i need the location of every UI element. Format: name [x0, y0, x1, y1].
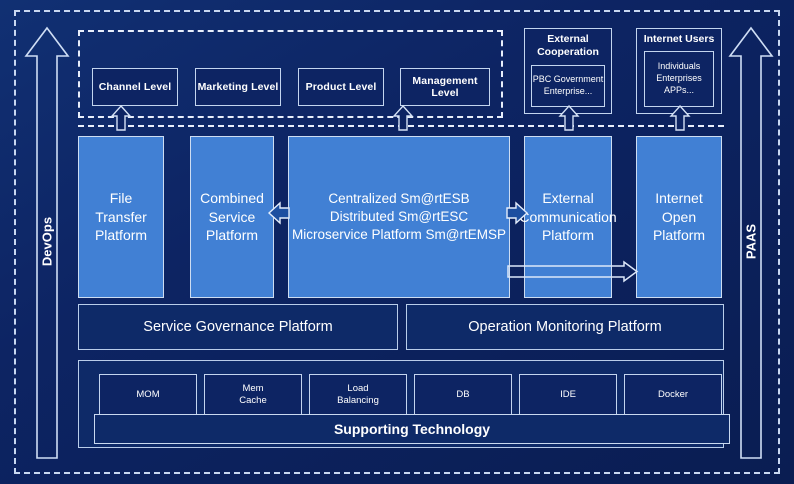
tech-cell-mem-cache[interactable]: Mem Cache	[204, 374, 302, 416]
band-label: Service Governance Platform	[143, 319, 333, 335]
platform-line: Distributed Sm@rtESC	[329, 209, 469, 225]
platform-line: Open	[661, 208, 697, 225]
platform-line: Platform	[652, 227, 706, 244]
arrow-up-to-management-level	[392, 104, 414, 131]
tech-line: MOM	[136, 388, 160, 400]
platform-combined-service[interactable]: Combined Service Platform	[190, 136, 274, 298]
tech-cell-mom[interactable]: MOM	[99, 374, 197, 416]
level-label: Management Level	[412, 75, 478, 99]
platform-line: Platform	[205, 227, 259, 244]
platform-line: Communication	[519, 208, 617, 225]
tech-line: DB	[456, 388, 470, 400]
platform-external-communication[interactable]: External Communication Platform	[519, 136, 617, 298]
tech-cell-db[interactable]: DB	[414, 374, 512, 416]
tech-cell-load-balancing[interactable]: Load Balancing	[309, 374, 407, 416]
outer-dashed-frame	[14, 10, 780, 474]
inner-line: Enterprises	[656, 73, 702, 84]
level-label: Marketing Level	[197, 81, 279, 93]
inner-line: Individuals	[657, 61, 701, 72]
platform-line: Platform	[94, 227, 148, 244]
tech-line: Docker	[657, 388, 689, 400]
inner-line: PBC Government	[532, 74, 604, 85]
tech-cell-docker[interactable]: Docker	[624, 374, 722, 416]
group-title-internet-users: Internet Users	[637, 33, 721, 46]
title-line: Internet Users	[643, 33, 715, 45]
platform-core-esb[interactable]: Centralized Sm@rtESB Distributed Sm@rtES…	[288, 136, 510, 298]
inner-box-pbc-government: PBC Government Enterprise...	[531, 65, 605, 107]
supporting-technology-label: Supporting Technology	[333, 421, 491, 437]
band-operation-monitoring[interactable]: Operation Monitoring Platform	[406, 304, 724, 350]
tech-line: Load	[347, 382, 369, 394]
platform-line: External	[542, 190, 594, 207]
devops-arrow: DevOps	[24, 26, 70, 460]
arrow-up-to-external-cooperation	[558, 104, 580, 131]
level-label: Product Level	[305, 81, 377, 93]
group-title-external-cooperation: External Cooperation	[525, 33, 611, 59]
level-box-product[interactable]: Product Level	[298, 68, 384, 106]
supporting-technology-bar[interactable]: Supporting Technology	[94, 414, 730, 444]
title-line: External	[547, 33, 589, 45]
platform-line: Centralized Sm@rtESB	[328, 191, 470, 207]
inner-box-individuals-enterprises: Individuals Enterprises APPs...	[644, 51, 714, 107]
platform-line: Microservice Platform Sm@rtEMSP	[292, 226, 506, 242]
title-line: Cooperation	[537, 46, 599, 59]
group-external-cooperation[interactable]: External Cooperation PBC Government Ente…	[524, 28, 612, 114]
level-label: Channel Level	[98, 81, 172, 93]
platform-file-transfer[interactable]: File Transfer Platform	[78, 136, 164, 298]
band-label: Operation Monitoring Platform	[468, 319, 662, 335]
platform-line: Combined	[200, 190, 264, 207]
tech-line: Cache	[239, 395, 267, 406]
level-box-channel[interactable]: Channel Level	[92, 68, 178, 106]
platform-internet-open[interactable]: Internet Open Platform	[636, 136, 722, 298]
arrow-up-to-internet-users	[669, 104, 691, 131]
devops-arrow-label: DevOps	[39, 216, 55, 267]
paas-arrow-label: PAAS	[743, 223, 759, 260]
platform-line: Transfer	[95, 208, 147, 225]
arrow-left-core-to-combined	[267, 200, 290, 226]
inner-line: Enterprise...	[543, 86, 593, 96]
tech-line: Balancing	[337, 395, 379, 406]
level-box-marketing[interactable]: Marketing Level	[195, 68, 281, 106]
inner-line: APPs...	[663, 84, 694, 95]
band-service-governance[interactable]: Service Governance Platform	[78, 304, 398, 350]
platform-line: Service	[208, 208, 256, 225]
arrow-up-to-channel-level	[110, 104, 132, 131]
level-box-management[interactable]: Management Level	[400, 68, 490, 106]
paas-arrow: PAAS	[728, 26, 774, 460]
business-levels-container	[78, 30, 503, 118]
tech-cell-ide[interactable]: IDE	[519, 374, 617, 416]
group-internet-users[interactable]: Internet Users Individuals Enterprises A…	[636, 28, 722, 114]
tech-line: IDE	[560, 388, 576, 400]
arrow-right-core-to-internet-open	[507, 260, 639, 284]
platform-line: Internet	[655, 190, 703, 207]
platform-line: File	[109, 190, 133, 207]
arrow-right-core-to-external-comm	[506, 200, 529, 226]
tech-line: Mem	[242, 382, 264, 394]
platform-line: Platform	[541, 227, 595, 244]
